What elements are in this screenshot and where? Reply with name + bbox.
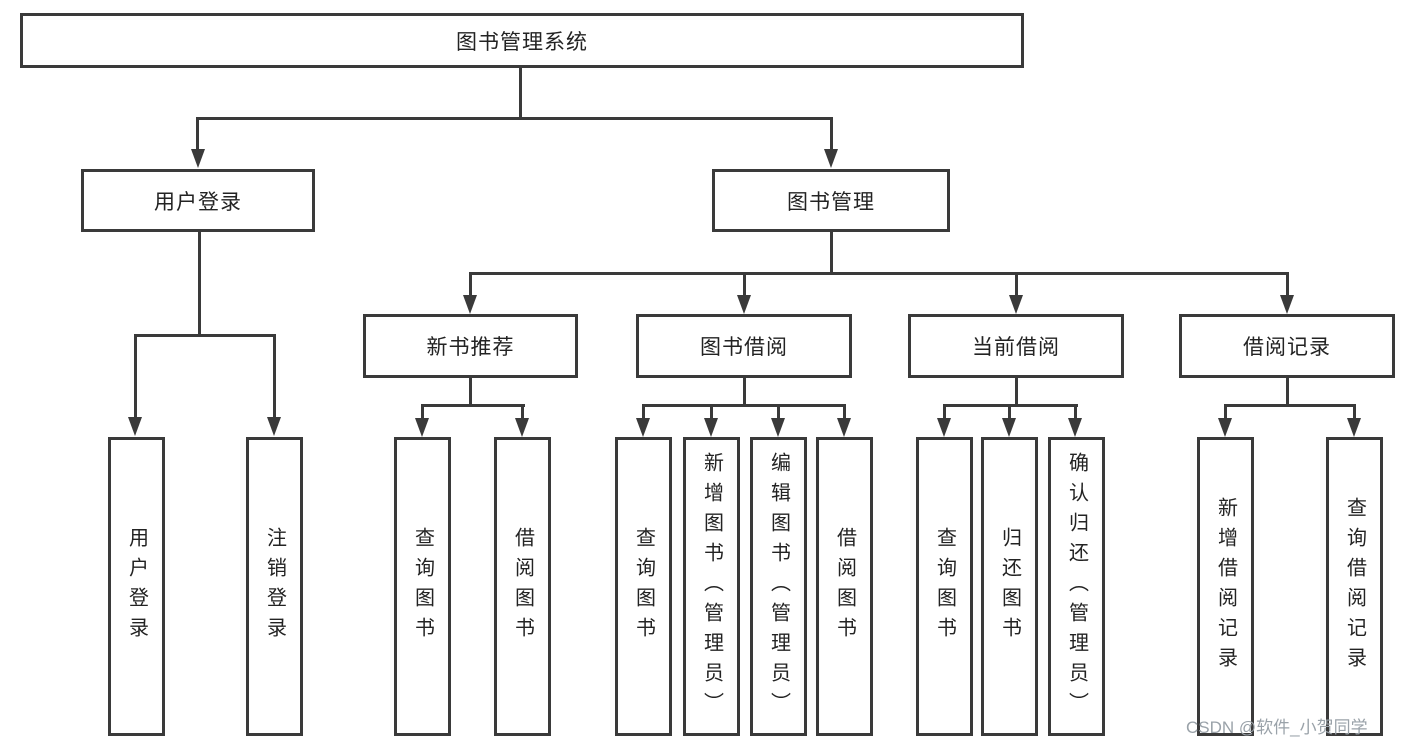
leaf-user-login: 用户登录 [108,437,165,736]
node-label: 借阅图书 [511,526,534,647]
leaf-confirm-return-admin: 确认归还（管理员） [1048,437,1105,736]
arrow-down-icon [267,417,281,436]
node-label: 借阅图书 [833,526,856,647]
arrow-down-icon [515,418,529,437]
leaf-return-books: 归还图书 [981,437,1038,736]
node-label: 注销登录 [263,526,286,647]
arrow-down-icon [1068,418,1082,437]
connector-drop-line [642,404,645,418]
node-label: 查询图书 [933,526,956,647]
connector-root-bar [196,117,833,120]
arrow-down-icon [1218,418,1232,437]
leaf-query-books-recommend: 查询图书 [394,437,451,736]
node-label: 用户登录 [154,190,242,214]
node-label: 归还图书 [998,526,1021,647]
leaf-query-borrow-record: 查询借阅记录 [1326,437,1383,736]
leaf-query-books-borrow: 查询图书 [615,437,672,736]
node-label: 新书推荐 [426,336,515,359]
arrow-down-icon [837,418,851,437]
connector-drop-line [521,404,524,418]
node-root-library-management-system: 图书管理系统 [20,13,1024,68]
connector-drop-line [134,334,137,417]
connector-drop-line [1008,404,1011,418]
node-label: 用户登录 [125,526,148,647]
arrow-down-icon [1002,418,1016,437]
arrow-down-icon [1347,418,1361,437]
node-user-login: 用户登录 [81,169,315,232]
node-label: 新增借阅记录 [1214,496,1237,677]
connector-drop-line [469,272,472,295]
connector-drop-line [1074,404,1077,418]
connector-drop-line [830,117,833,150]
connector-drop-line [710,404,713,418]
connector-drop-line [1286,272,1289,295]
leaf-borrow-books: 借阅图书 [816,437,873,736]
connector-drop-line [421,404,424,418]
node-label: 编辑图书（管理员） [767,451,790,722]
arrow-down-icon [463,295,477,314]
connector-drop-line [1015,272,1018,295]
arrow-down-icon [1280,295,1294,314]
leaf-edit-books-admin: 编辑图书（管理员） [750,437,807,736]
node-new-book-recommend: 新书推荐 [363,314,578,378]
arrow-down-icon [737,295,751,314]
connector-book-management-bar [469,272,1289,275]
csdn-watermark: CSDN @软件_小贺同学 [1186,718,1368,737]
arrow-down-icon [128,417,142,436]
connector-book-borrow-stub [743,378,746,406]
node-label: 查询图书 [411,526,434,647]
arrow-down-icon [937,418,951,437]
connector-drop-line [273,334,276,417]
node-label: 图书借阅 [700,336,788,359]
connector-drop-line [1224,404,1227,418]
node-book-management: 图书管理 [712,169,950,232]
connector-drop-line [943,404,946,418]
arrow-down-icon [824,149,838,168]
arrow-down-icon [636,418,650,437]
node-label: 新增图书（管理员） [700,451,723,722]
leaf-add-books-admin: 新增图书（管理员） [683,437,740,736]
arrow-down-icon [704,418,718,437]
node-label: 查询图书 [632,526,655,647]
leaf-borrow-books-recommend: 借阅图书 [494,437,551,736]
leaf-add-borrow-record: 新增借阅记录 [1197,437,1254,736]
connector-drop-line [1353,404,1356,418]
connector-book-borrow-bar [642,404,846,407]
connector-borrow-records-stub [1286,378,1289,406]
arrow-down-icon [191,149,205,168]
arrow-down-icon [771,418,785,437]
connector-book-management-stub [830,232,833,275]
node-label: 图书管理系统 [456,30,588,54]
node-label: 确认归还（管理员） [1065,451,1088,722]
arrow-down-icon [1009,295,1023,314]
leaf-query-books-current: 查询图书 [916,437,973,736]
connector-borrow-records-bar [1224,404,1356,407]
connector-new-book-bar [421,404,525,407]
node-label: 当前借阅 [972,336,1060,359]
node-label: 图书管理 [787,190,875,214]
node-label: 查询借阅记录 [1343,496,1366,677]
connector-drop-line [196,117,199,150]
connector-drop-line [743,272,746,295]
node-borrow-records: 借阅记录 [1179,314,1395,378]
leaf-logout: 注销登录 [246,437,303,736]
connector-drop-line [777,404,780,418]
connector-user-login-bar [134,334,276,337]
connector-current-borrow-stub [1015,378,1018,406]
connector-root-stub [519,68,522,118]
connector-new-book-stub [469,378,472,406]
arrow-down-icon [415,418,429,437]
connector-user-login-stub [198,232,201,335]
node-label: 借阅记录 [1243,336,1331,359]
node-current-borrow: 当前借阅 [908,314,1124,378]
node-book-borrow: 图书借阅 [636,314,852,378]
connector-drop-line [843,404,846,418]
